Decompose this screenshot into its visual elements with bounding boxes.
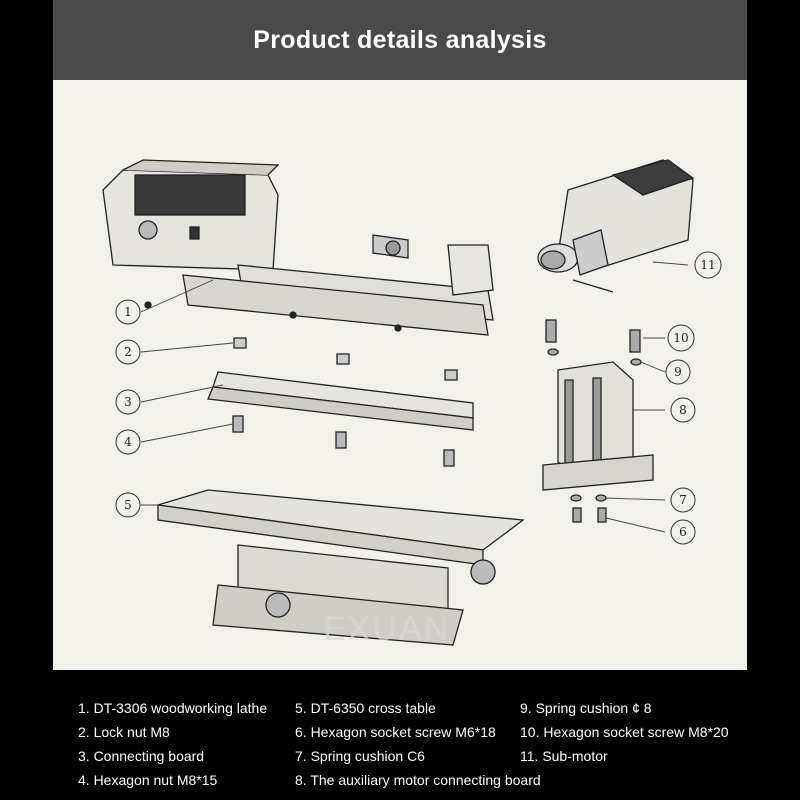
callout-2: 2: [124, 345, 132, 359]
callout-labels: 1 2 3 4 5 6 7 8 9 10 11: [124, 258, 715, 539]
legend-item: 1. DT-3306 woodworking lathe: [78, 700, 268, 716]
fasteners: [545, 319, 642, 523]
legend-column-3: 9. Spring cushion ¢ 8 10. Hexagon socket…: [520, 696, 729, 768]
callout-3: 3: [124, 395, 132, 409]
callout-5: 5: [124, 498, 132, 512]
legend-item: 5. DT-6350 cross table: [295, 700, 436, 716]
woodworking-lathe: [102, 159, 494, 336]
legend-item: 4. Hexagon nut M8*15: [78, 772, 218, 788]
legend-item: 6. Hexagon socket screw M6*18: [295, 724, 496, 740]
lock-nuts: [233, 337, 458, 381]
legend-column-2: 5. DT-6350 cross table 6. Hexagon socket…: [295, 696, 541, 792]
legend-column-1: 1. DT-3306 woodworking lathe 2. Lock nut…: [78, 696, 267, 792]
exploded-parts-diagram: 1 2 3 4 5 6 7 8 9 10 11 EXUAN: [53, 80, 747, 670]
diagram-svg: 1 2 3 4 5 6 7 8 9 10 11 EXUAN: [102, 159, 722, 648]
title-banner: Product details analysis: [53, 0, 747, 80]
callout-1: 1: [124, 305, 132, 319]
watermark: EXUAN: [323, 610, 450, 648]
callout-circles: [115, 251, 722, 545]
legend-item: 8. The auxiliary motor connecting board: [295, 772, 541, 788]
callout-8: 8: [679, 403, 687, 417]
legend-item: 9. Spring cushion ¢ 8: [520, 700, 652, 716]
legend-item: 3. Connecting board: [78, 748, 205, 764]
callout-10: 10: [673, 331, 688, 345]
parts-legend: 1. DT-3306 woodworking lathe 2. Lock nut…: [0, 690, 800, 800]
callout-9: 9: [674, 365, 682, 379]
hexagon-nuts: [232, 415, 455, 467]
legend-item: 2. Lock nut M8: [78, 724, 170, 740]
connecting-board: [207, 371, 474, 431]
callout-6: 6: [679, 525, 687, 539]
legend-item: 10. Hexagon socket screw M8*20: [520, 724, 729, 740]
callout-11: 11: [700, 258, 715, 272]
page-title: Product details analysis: [253, 25, 547, 54]
sub-motor: [537, 159, 695, 293]
legend-item: 11. Sub-motor: [520, 748, 608, 764]
callout-leaders: [140, 261, 689, 533]
callout-4: 4: [124, 435, 132, 449]
callout-7: 7: [679, 493, 687, 507]
cross-table: [157, 489, 525, 646]
legend-item: 7. Spring cushion C6: [295, 748, 425, 764]
auxiliary-motor-connecting-board: [542, 361, 654, 491]
